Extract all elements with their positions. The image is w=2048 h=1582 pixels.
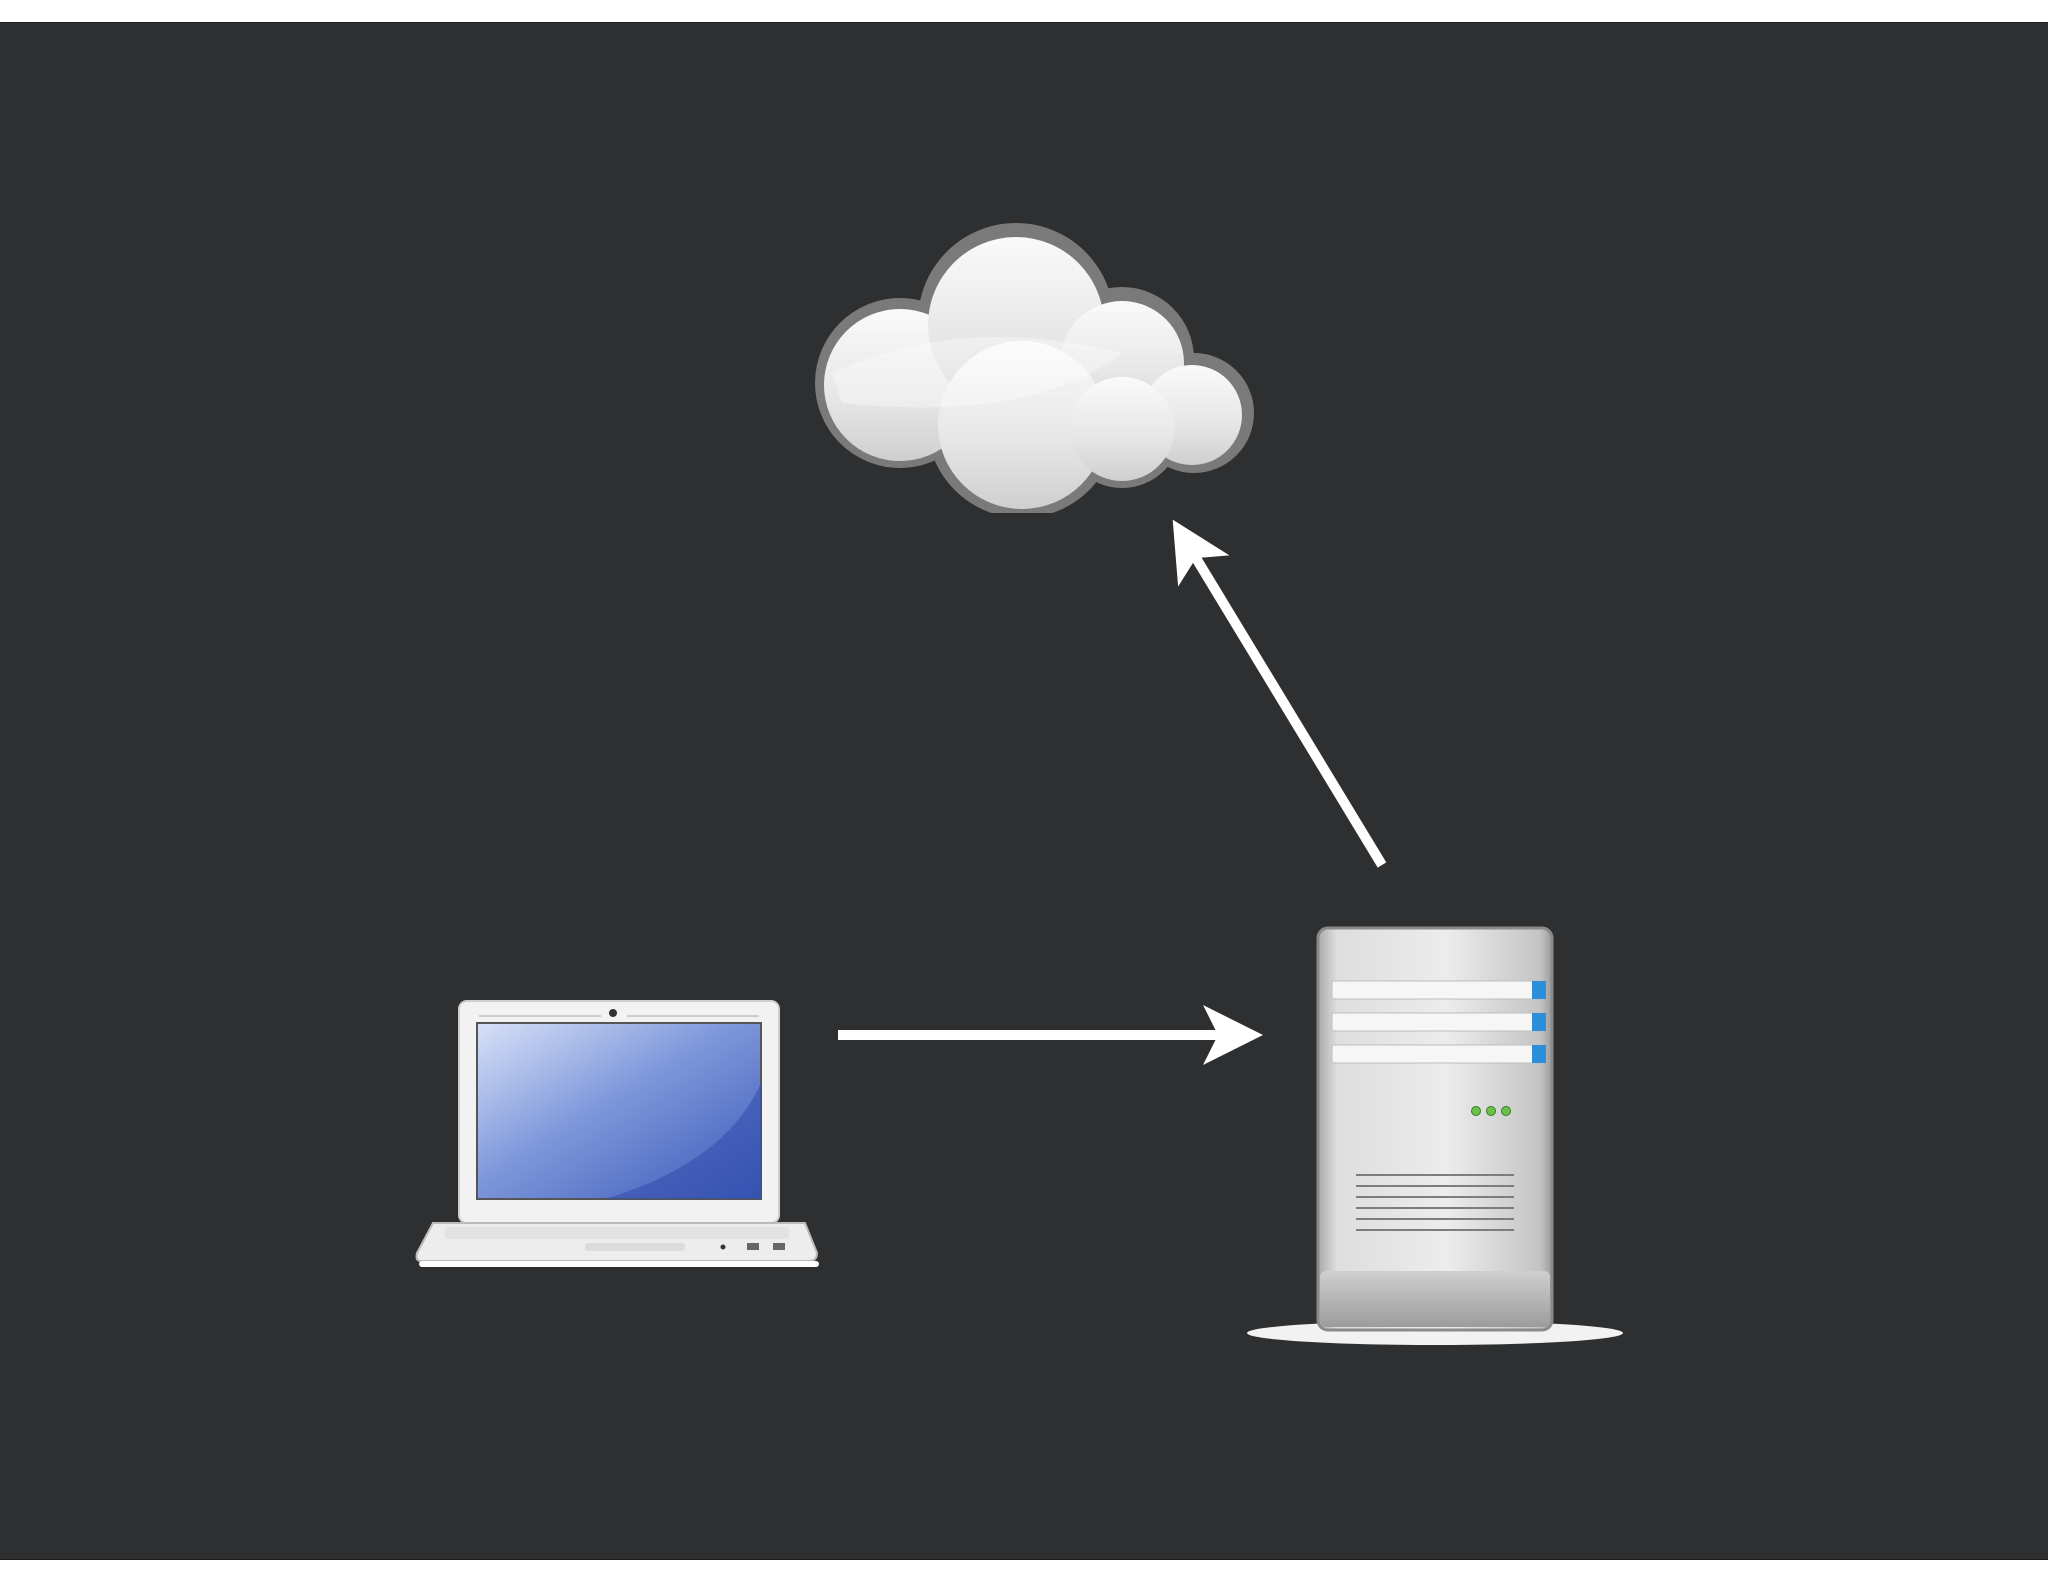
arrow-server-to-cloud [1172,519,1387,868]
server-node [1240,923,1630,1363]
connector-layer [838,519,1387,1065]
diagram-canvas [0,22,2048,1560]
cloud-node [782,203,1262,518]
cloud-icon [815,223,1254,518]
laptop-node [405,993,825,1273]
laptop-icon [415,1000,819,1267]
server-tower-icon [1247,926,1623,1345]
